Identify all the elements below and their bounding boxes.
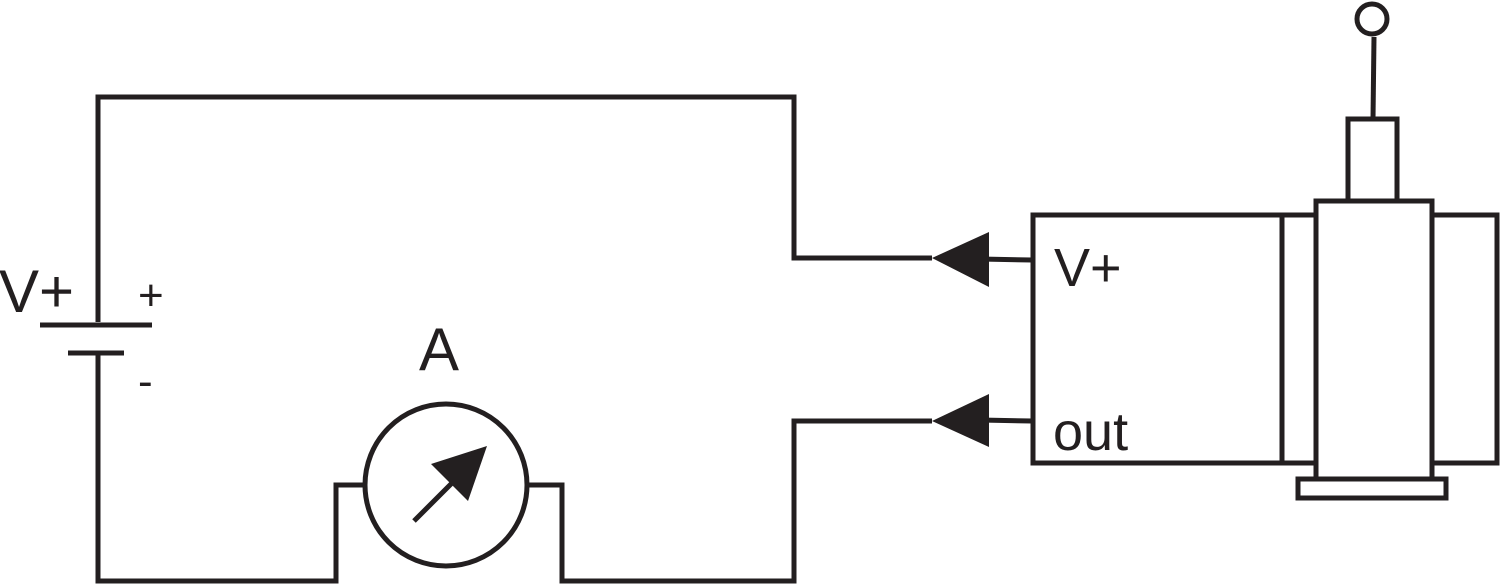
wires [95, 94, 1033, 584]
ammeter-body [362, 401, 530, 569]
wire-bottom-right [528, 418, 932, 584]
wire-top [95, 94, 932, 322]
battery-positive-sign: + [138, 271, 164, 320]
wire-bottom-left [95, 354, 364, 584]
sensor-rod [1370, 36, 1377, 120]
linear-position-sensor-icon [1030, 1, 1500, 501]
sensor-rod-knob [1354, 1, 1390, 37]
sensor-terminal-out: out [1053, 402, 1128, 462]
sensor-terminal-vplus: V+ [1054, 238, 1122, 298]
battery-negative-sign: - [138, 357, 153, 406]
connector-arrows [932, 232, 989, 447]
battery-label: V+ [0, 258, 74, 325]
sensor-base-plate [1295, 476, 1449, 501]
sensor-rod-guide [1345, 116, 1400, 204]
ammeter-needle-head [431, 446, 487, 501]
out-arrow-icon [932, 394, 989, 447]
vplus-arrow-icon [932, 232, 989, 287]
sensor-mount-block [1313, 198, 1435, 482]
ammeter-label: A [419, 316, 459, 383]
battery-icon [40, 322, 152, 356]
ammeter-icon [362, 401, 530, 569]
